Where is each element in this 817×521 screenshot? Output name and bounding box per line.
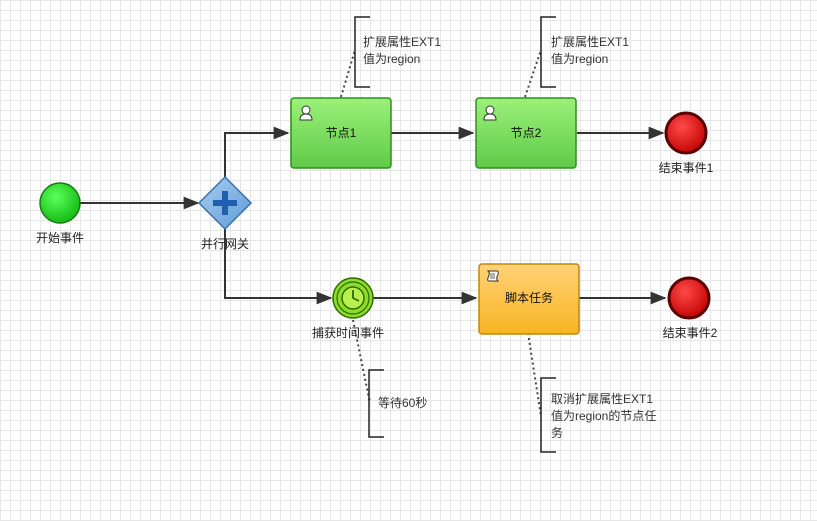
start-event[interactable]: 开始事件	[36, 182, 84, 245]
text-annotation-1[interactable]: 扩展属性EXT1 值为region	[354, 16, 441, 88]
annotation-line: 值为region的节点任	[551, 408, 656, 423]
end-event-1[interactable]: 结束事件1	[659, 111, 714, 175]
timer-catch-event[interactable]: 捕获时间事件	[312, 277, 384, 340]
annotation-bracket	[540, 16, 556, 88]
annotation-bracket	[368, 369, 384, 438]
annotation-line: 务	[551, 425, 563, 440]
sequence-flows	[80, 126, 667, 305]
annotation-line: 等待60秒	[378, 396, 427, 410]
parallel-gateway[interactable]: 并行网关	[197, 175, 253, 251]
associations	[340, 49, 542, 417]
end-event-2-label: 结束事件2	[663, 326, 718, 340]
annotation-line: 值为region	[551, 51, 608, 66]
text-annotation-3[interactable]: 等待60秒	[368, 369, 427, 438]
user-task-1[interactable]: 节点1	[290, 97, 392, 169]
end-event-1-label: 结束事件1	[659, 161, 714, 175]
user-task-icon	[299, 105, 313, 121]
flow-gateway-to-task1[interactable]	[224, 126, 290, 177]
association-4[interactable]	[527, 332, 542, 417]
flow-gateway-to-timer[interactable]	[224, 229, 333, 305]
association-3[interactable]	[352, 319, 371, 404]
gateway-label: 并行网关	[201, 237, 249, 251]
user-task-2[interactable]: 节点2	[475, 97, 577, 169]
clock-icon	[341, 286, 365, 310]
timer-event-label: 捕获时间事件	[312, 325, 384, 340]
script-icon	[486, 270, 500, 282]
task2-label: 节点2	[511, 126, 542, 140]
annotation-bracket	[540, 377, 556, 453]
start-event-label: 开始事件	[36, 231, 84, 245]
annotation-bracket	[354, 16, 370, 88]
association-2[interactable]	[524, 49, 542, 98]
user-task-icon	[483, 105, 497, 121]
script-task-label: 脚本任务	[505, 290, 553, 305]
plus-icon	[213, 191, 237, 215]
script-task[interactable]: 脚本任务	[478, 263, 580, 335]
task1-label: 节点1	[326, 126, 357, 140]
annotation-line: 取消扩展属性EXT1	[551, 392, 653, 406]
association-1[interactable]	[340, 49, 356, 98]
annotation-line: 扩展属性EXT1	[551, 35, 629, 49]
end-event-2[interactable]: 结束事件2	[663, 276, 718, 340]
annotation-line: 扩展属性EXT1	[363, 35, 441, 49]
text-annotation-2[interactable]: 扩展属性EXT1 值为region	[540, 16, 629, 88]
text-annotation-4[interactable]: 取消扩展属性EXT1 值为region的节点任 务	[540, 377, 656, 453]
annotation-line: 值为region	[363, 51, 420, 66]
